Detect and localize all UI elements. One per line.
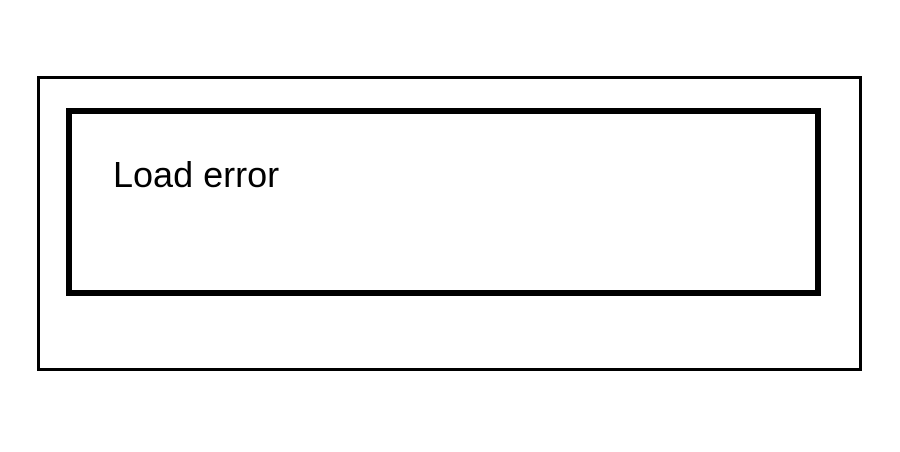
load-error-dialog: Load error [37,76,862,371]
error-message-text: Load error [113,154,280,195]
message-panel: Load error [66,108,821,296]
